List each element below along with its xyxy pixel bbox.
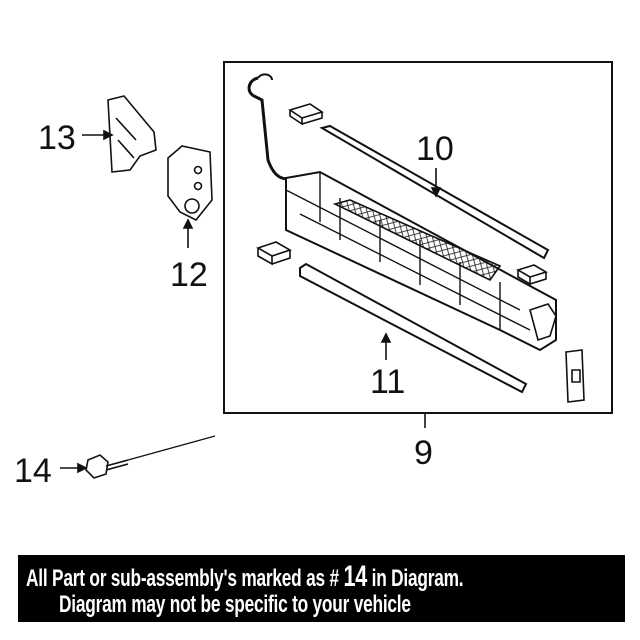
leader-14	[60, 462, 88, 474]
callout-14: 14	[14, 452, 52, 490]
bracket-12	[167, 145, 213, 222]
bolt-14	[85, 435, 216, 479]
wire-harness	[247, 76, 293, 181]
leader-11	[380, 332, 392, 360]
callout-13: 13	[38, 119, 76, 157]
line1-prefix: All Part or sub-assembly's marked as #	[26, 565, 344, 592]
bracket-13	[107, 95, 157, 173]
disclaimer-line-1: All Part or sub-assembly's marked as # 1…	[26, 560, 464, 594]
strip-11	[299, 262, 528, 394]
leader-12	[182, 218, 194, 248]
callout-9: 9	[414, 434, 433, 472]
callout-10: 10	[416, 130, 454, 168]
line1-suffix: in Diagram.	[367, 565, 464, 592]
callout-11: 11	[370, 363, 405, 401]
line1-part-number: 14	[343, 560, 368, 593]
leader-13	[82, 129, 114, 141]
pad-left	[256, 241, 292, 266]
bracket-right	[565, 349, 585, 403]
mesh-grille	[332, 199, 502, 282]
disclaimer-banner: All Part or sub-assembly's marked as # 1…	[18, 555, 625, 622]
disclaimer-line-2: Diagram may not be specific to your vehi…	[59, 591, 411, 618]
pad-top	[288, 103, 324, 126]
radiator-support-frame	[285, 170, 557, 352]
callout-12: 12	[170, 256, 208, 294]
leader-10	[430, 168, 442, 198]
pad-right	[516, 264, 548, 286]
assembly-box	[223, 61, 613, 414]
